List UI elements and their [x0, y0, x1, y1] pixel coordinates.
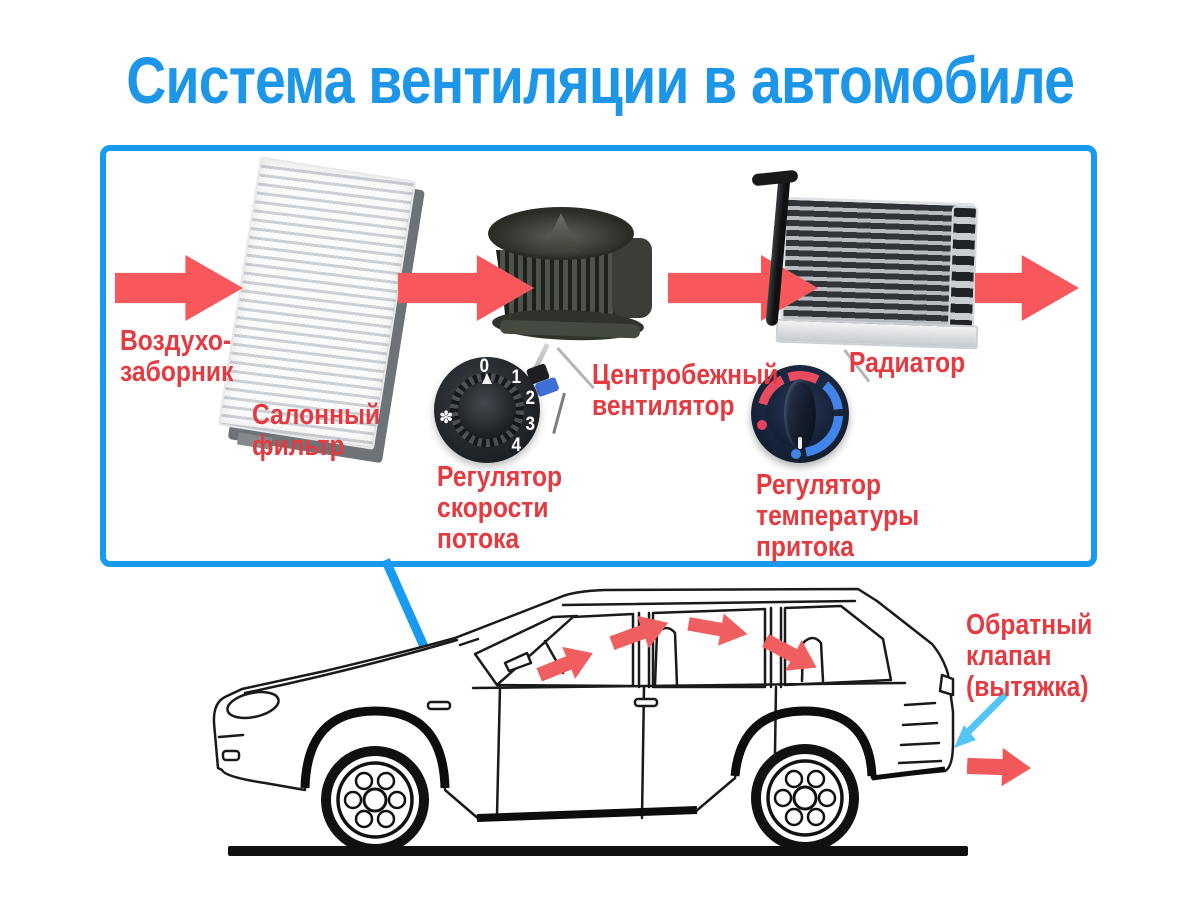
fan-icon: ✽ [439, 408, 454, 427]
car-hood-line [243, 638, 459, 695]
car-front-wheel [321, 746, 429, 854]
car-taillight [938, 673, 955, 697]
car-rear-wheel-arch [730, 706, 877, 777]
label-cabin-filter: Салонный фильтр [252, 399, 381, 462]
fan-speed-knob-pointer-icon [482, 373, 492, 384]
car-mirror [503, 651, 533, 673]
car-front-door-line [495, 685, 502, 817]
label-flow-speed-regulator: Регулятор скорости потока [437, 461, 563, 555]
car-rocker-line [476, 806, 698, 822]
speed-position-2: 2 [525, 388, 536, 409]
car-wiper [458, 637, 480, 647]
label-centrifugal-fan: Центробежный вентилятор [592, 359, 779, 422]
temperature-knob [751, 365, 849, 463]
speed-position-3: 3 [525, 414, 536, 435]
label-air-intake: Воздухо- заборник [120, 325, 234, 388]
ventilation-system-panel [100, 145, 1097, 567]
page-title-text: Система вентиляции в автомобиле [126, 43, 1075, 117]
blower-fan-motor [612, 238, 652, 318]
label-radiator: Радиатор [849, 347, 966, 379]
car-rear-rungs [897, 701, 943, 765]
speed-position-1: 1 [511, 367, 522, 388]
temperature-cold-dot-icon [791, 449, 801, 459]
car-rear-wheel [751, 744, 859, 852]
radiator-core-image [779, 196, 976, 338]
label-check-valve: Обратный клапан (вытяжка) [966, 609, 1093, 703]
car-headlight [226, 690, 280, 720]
speed-position-0: 0 [479, 356, 490, 377]
radiator-end-tank [947, 205, 979, 329]
ground-line [228, 846, 968, 856]
car-roof-inner-line [561, 599, 857, 607]
car-bumper-slot [217, 733, 245, 739]
car-front-wheel-arch [300, 706, 450, 789]
speed-position-4: 4 [511, 435, 522, 456]
temperature-knob-mark [798, 437, 802, 449]
car-fog-light [221, 749, 241, 762]
car-belt-line [471, 681, 907, 690]
check-valve-pointer-arrow-icon [954, 692, 1008, 748]
fan-speed-knob-cap [458, 381, 516, 439]
car-line-drawing [212, 587, 955, 854]
car-rear-lower-line [871, 766, 946, 781]
label-inflow-temp-regulator: Регулятор температуры притока [756, 469, 920, 563]
temperature-hot-dot-icon [757, 420, 767, 430]
fan-speed-knob: 0 1 2 3 4 ✽ [434, 356, 540, 463]
page-title: Система вентиляции в автомобиле [0, 42, 1200, 118]
car-door-handle-rear [633, 697, 659, 708]
car-door-handle-front [426, 700, 452, 711]
